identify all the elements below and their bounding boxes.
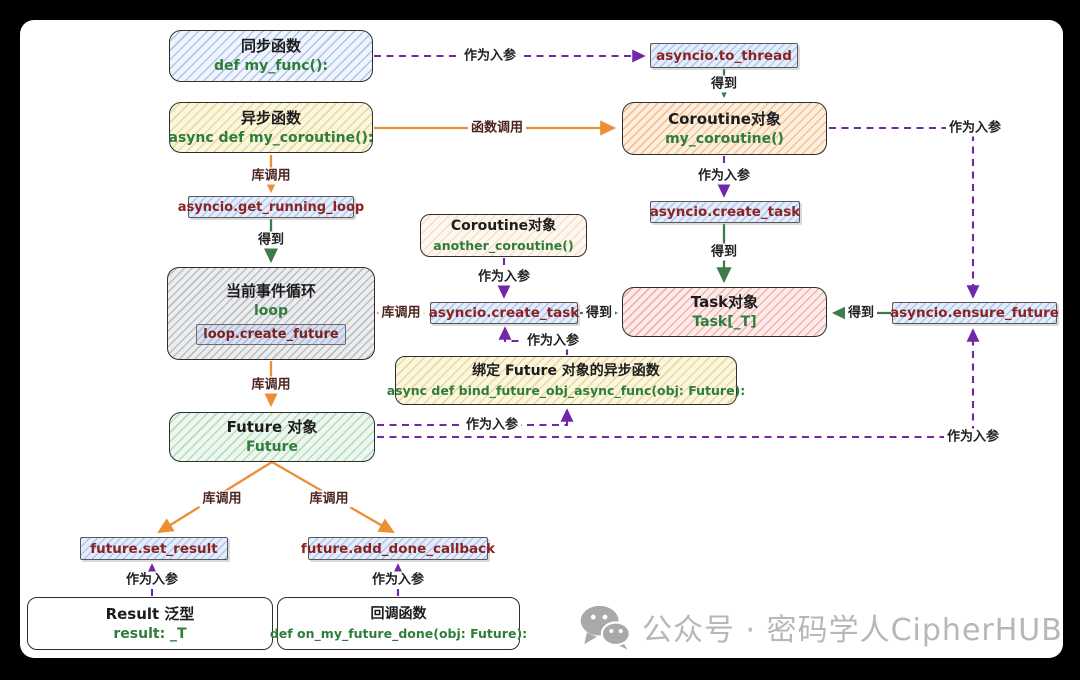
label-lib-call-getloop: 库调用	[248, 167, 294, 185]
edge-param-future-to-bind	[377, 408, 574, 427]
node-callback-function: 回调函数 def on_my_future_done(obj: Future):	[270, 597, 527, 650]
edge-param-future-to-ensure	[377, 328, 980, 439]
label-lib-call-setresult: 库调用	[199, 490, 245, 508]
node-async-function: 异步函数 async def my_coroutine():	[168, 102, 374, 153]
label-get-task2: 得到	[582, 304, 616, 322]
label-lib-call-adddone: 库调用	[306, 490, 352, 508]
node-code: Task[_T]	[692, 314, 757, 330]
label-as-param-coro-ensure: 作为入参	[945, 119, 1005, 137]
node-title: 绑定 Future 对象的异步函数	[472, 362, 660, 379]
label-as-param-result: 作为入参	[122, 571, 182, 589]
label-as-param-bind-up: 作为入参	[523, 332, 583, 350]
node-event-loop: 当前事件循环 loop loop.create_future	[167, 267, 375, 360]
codebox-future-set-result: future.set_result	[80, 537, 228, 560]
label-as-param-another: 作为入参	[474, 268, 534, 286]
label-as-param-future-bind: 作为入参	[462, 416, 522, 434]
label-as-param-future-ensure: 作为入参	[943, 428, 1003, 446]
node-title: Future 对象	[226, 418, 318, 436]
node-result-generic: Result 泛型 result: _T	[27, 597, 273, 650]
node-code: Future	[246, 439, 298, 455]
label-as-param-callback: 作为入参	[368, 571, 428, 589]
node-title: Task对象	[690, 293, 759, 311]
label-as-param-coro-createtask: 作为入参	[694, 167, 754, 185]
node-title: 当前事件循环	[225, 282, 316, 300]
node-code: async def bind_future_obj_async_func(obj…	[386, 382, 746, 398]
wechat-icon	[580, 605, 631, 650]
codebox-asyncio-create-task-right: asyncio.create_task	[650, 201, 800, 223]
node-another-coroutine-object: Coroutine对象 another_coroutine()	[420, 214, 587, 257]
node-code: loop	[253, 303, 289, 319]
label-get-task1: 得到	[707, 243, 741, 261]
node-title: 同步函数	[240, 37, 301, 55]
node-code: another_coroutine()	[433, 237, 574, 253]
label-func-call: 函数调用	[467, 119, 527, 137]
node-task-object: Task对象 Task[_T]	[622, 287, 827, 337]
node-code: def my_func():	[214, 58, 328, 74]
node-future-object: Future 对象 Future	[169, 412, 375, 462]
node-code: async def my_coroutine():	[168, 129, 374, 146]
node-bind-future-async-function: 绑定 Future 对象的异步函数 async def bind_future_…	[387, 356, 745, 405]
node-title: Result 泛型	[105, 604, 195, 623]
node-code: result: _T	[113, 625, 187, 642]
node-title: Coroutine对象	[450, 217, 557, 234]
label-lib-call-createtask: 库调用	[378, 304, 424, 322]
watermark: 公众号 · 密码学人CipherHUB	[578, 603, 1063, 651]
node-code: my_coroutine()	[665, 130, 784, 147]
codebox-asyncio-get-running-loop: asyncio.get_running_loop	[178, 196, 364, 218]
label-lib-call-future: 库调用	[248, 376, 294, 394]
label-get-task3: 得到	[844, 304, 878, 322]
codebox-future-add-done-callback: future.add_done_callback	[301, 537, 495, 560]
node-sync-function: 同步函数 def my_func():	[169, 30, 373, 82]
node-code: def on_my_future_done(obj: Future):	[269, 625, 528, 641]
watermark-text: 公众号 · 密码学人CipherHUB	[642, 613, 1063, 648]
node-coroutine-object: Coroutine对象 my_coroutine()	[622, 102, 827, 155]
label-as-param-sync-tothread: 作为入参	[460, 47, 520, 65]
codebox-asyncio-create-task-mid: asyncio.create_task	[429, 302, 579, 324]
node-title: 回调函数	[370, 605, 427, 622]
label-get-loop: 得到	[254, 231, 288, 249]
node-title: Coroutine对象	[668, 109, 781, 128]
codebox-asyncio-to-thread: asyncio.to_thread	[650, 43, 798, 68]
label-get-tothread: 得到	[707, 75, 741, 93]
codebox-loop-create-future: loop.create_future	[196, 324, 346, 345]
edge-param-ensurefuture-top	[829, 126, 980, 299]
node-title: 异步函数	[240, 108, 301, 127]
codebox-asyncio-ensure-future: asyncio.ensure_future	[890, 302, 1059, 324]
